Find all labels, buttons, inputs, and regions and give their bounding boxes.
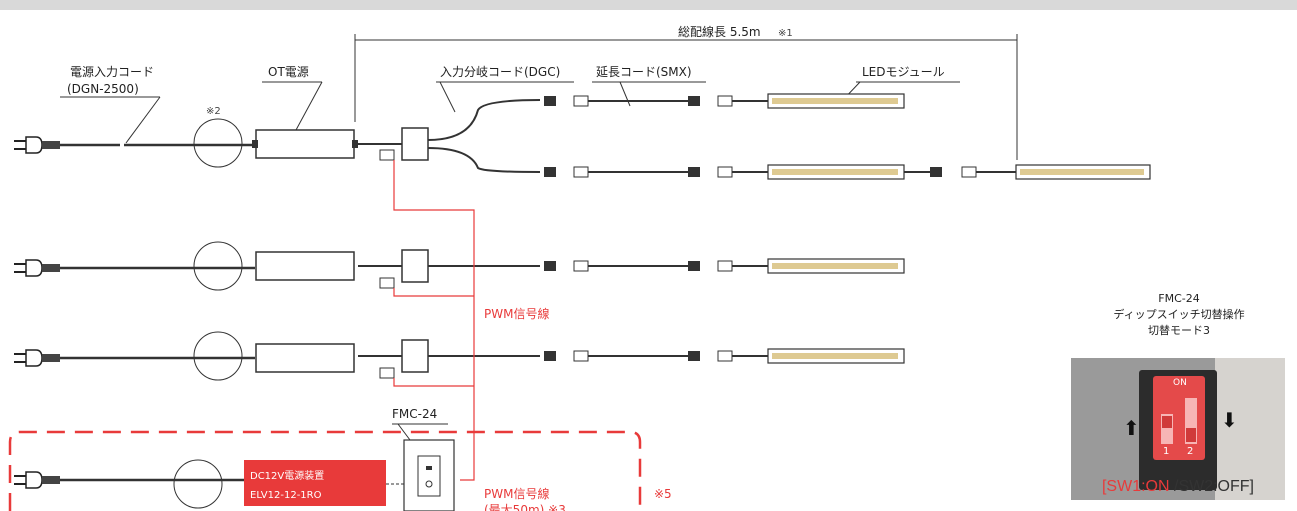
arrow-down-icon: ⬇ — [1221, 408, 1238, 432]
callout-labels: 電源入力コード (DGN-2500) ※2 OT電源 入力分岐コード(DGC) … — [60, 65, 960, 144]
switch-slider-1 — [1162, 416, 1172, 428]
note-5-label: ※5 — [654, 487, 672, 501]
fmc-area: FMC-24 DC12V電源装置 ELV12-12-1RO PWM信号線 (最大… — [8, 407, 672, 511]
switch-number-1: 1 — [1163, 446, 1170, 457]
extension-cord-label: 延長コード(SMX) — [596, 65, 692, 79]
power-cord-label: 電源入力コード — [70, 65, 154, 79]
branch-cord-label: 入力分岐コード(DGC) — [440, 65, 560, 79]
total-length-dimension: 総配線長 5.5m ※1 — [354, 24, 1018, 160]
top-bar — [0, 0, 1297, 10]
switch-panel: FMC-24 ディップスイッチ切替操作 切替モード3 — [1057, 291, 1297, 339]
power-cord-model-label: (DGN-2500) — [67, 82, 139, 96]
pwm-signal-wiring: PWM信号線 — [393, 160, 549, 481]
switch-status: [SW1:ON /SW2:OFF] — [1071, 478, 1285, 496]
wiring-row-1 — [14, 93, 1151, 180]
switch-panel-mode: 切替モード3 — [1148, 324, 1210, 337]
switch-panel-title: FMC-24 — [1158, 292, 1200, 305]
ot-power-label: OT電源 — [268, 65, 309, 79]
pwm-signal-max-detail: (最大50m) ※3 — [484, 503, 566, 511]
switch-panel-subtitle: ディップスイッチ切替操作 — [1113, 308, 1245, 321]
dc-device-label-2: ELV12-12-1RO — [250, 490, 322, 501]
wiring-row-3 — [14, 331, 905, 381]
sw1-status: [SW1:ON — [1101, 478, 1170, 495]
dip-switch-photo: ON 1 2 ⬆ ⬇ — [1071, 358, 1285, 500]
fmc-label: FMC-24 — [392, 407, 437, 421]
arrow-up-icon: ⬆ — [1123, 416, 1140, 440]
total-length-note: ※1 — [778, 28, 793, 39]
total-length-label: 総配線長 5.5m — [678, 24, 761, 39]
wiring-row-2 — [14, 241, 905, 291]
sw2-status: /SW2:OFF] — [1169, 478, 1254, 495]
led-module-label: LEDモジュール — [862, 65, 945, 79]
pwm-signal-max-label: PWM信号線 — [484, 486, 549, 501]
switch-on-text: ON — [1173, 378, 1187, 388]
dc-device-label-1: DC12V電源装置 — [250, 469, 324, 482]
note-2-label: ※2 — [206, 106, 221, 117]
pwm-signal-label: PWM信号線 — [484, 306, 549, 321]
wall-background — [1215, 358, 1285, 500]
switch-number-2: 2 — [1187, 446, 1194, 457]
switch-slider-2 — [1186, 428, 1196, 442]
